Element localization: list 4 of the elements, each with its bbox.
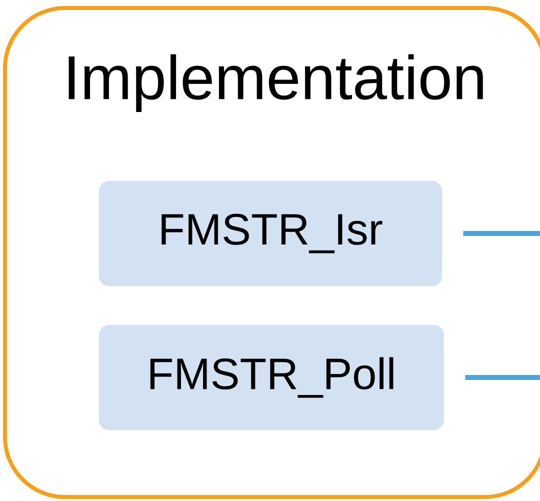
process-box: FMSTR_Isr (99, 181, 442, 286)
process-box: FMSTR_Poll (99, 325, 444, 430)
connector-line (465, 375, 540, 380)
connector-line (463, 231, 540, 236)
